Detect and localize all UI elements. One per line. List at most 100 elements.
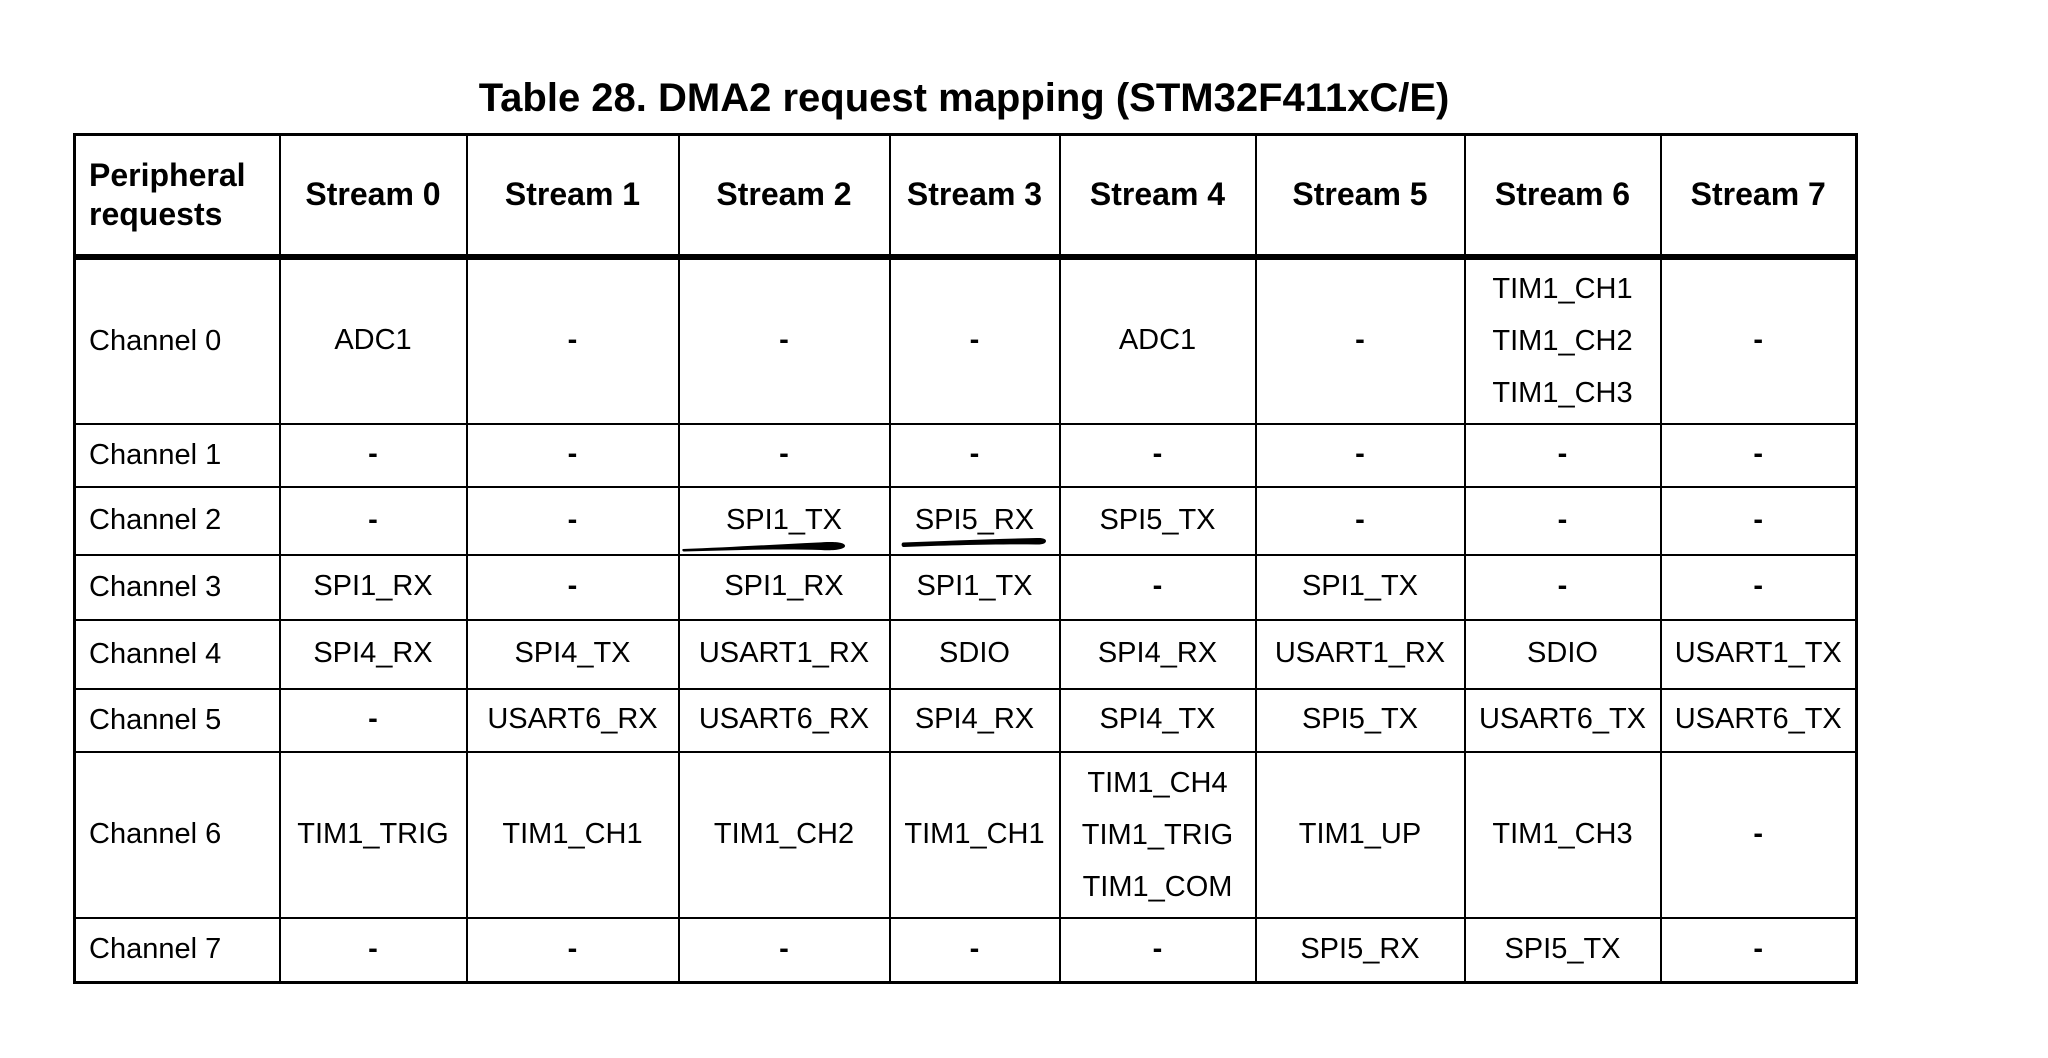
cell-channel-7-stream-6: SPI5_TX (1463, 916, 1662, 984)
cell-channel-2-stream-3: SPI5_RX (888, 485, 1061, 556)
col-header-stream-5: Stream 5 (1254, 133, 1466, 260)
cell-channel-5-stream-2: USART6_RX (677, 687, 891, 753)
cell-channel-3-stream-6: - (1463, 553, 1662, 621)
cell-channel-5-stream-3: SPI4_RX (888, 687, 1061, 753)
cell-channel-6-stream-5: TIM1_UP (1254, 750, 1466, 919)
cell-text: - (1557, 570, 1568, 603)
cell-channel-5-stream-7: USART6_TX (1659, 687, 1858, 753)
cell-channel-1-stream-0: - (278, 422, 468, 488)
cell-channel-1-stream-2: - (677, 422, 891, 488)
cell-channel-6-stream-3: TIM1_CH1 (888, 750, 1061, 919)
cell-text: SPI4_RX (1097, 637, 1218, 670)
cell-text: TIM1_CH1 (1492, 273, 1633, 305)
cell-text: - (779, 324, 789, 357)
cell-text: TIM1_CH2 (1492, 325, 1633, 357)
cell-text: - (368, 703, 378, 736)
cell-text: USART1_RX (1274, 637, 1446, 670)
cell-channel-3-stream-2: SPI1_RX (677, 553, 891, 621)
cell-text: - (1753, 324, 1764, 357)
col-header-stream-6: Stream 6 (1463, 133, 1662, 260)
row-label-channel-2: Channel 2 (73, 485, 281, 556)
cell-text: USART1_TX (1674, 637, 1842, 670)
cell-text: ADC1 (334, 324, 412, 357)
cell-text: - (1355, 503, 1365, 536)
cell-text: SPI5_TX (1504, 933, 1621, 966)
cell-text: - (368, 438, 378, 471)
col-header-stream-4: Stream 4 (1058, 133, 1257, 260)
cell-channel-2-stream-2: SPI1_TX (677, 485, 891, 556)
cell-channel-0-stream-5: - (1254, 255, 1466, 425)
cell-channel-7-stream-5: SPI5_RX (1254, 916, 1466, 984)
cell-text: USART1_RX (698, 637, 870, 670)
cell-channel-5-stream-5: SPI5_TX (1254, 687, 1466, 753)
cell-text: - (1753, 503, 1764, 536)
cell-channel-0-stream-3: - (888, 255, 1061, 425)
cell-channel-4-stream-5: USART1_RX (1254, 618, 1466, 690)
cell-text: - (1753, 933, 1764, 966)
cell-channel-0-stream-4: ADC1 (1058, 255, 1257, 425)
cell-text: SPI4_TX (514, 637, 631, 670)
cell-text: SPI5_TX (1301, 703, 1419, 736)
table-row-channel-1: Channel 1-------- (73, 422, 1858, 488)
cell-text: SPI4_TX (1099, 703, 1216, 736)
cell-text: SPI4_RX (313, 637, 433, 670)
cell-channel-6-stream-2: TIM1_CH2 (677, 750, 891, 919)
row-label-channel-3: Channel 3 (73, 553, 281, 621)
cell-channel-6-stream-1: TIM1_CH1 (465, 750, 680, 919)
cell-channel-3-stream-4: - (1058, 553, 1257, 621)
cell-text: SPI1_TX (725, 503, 843, 536)
cell-channel-7-stream-4: - (1058, 916, 1257, 984)
cell-channel-2-stream-1: - (465, 485, 680, 556)
cell-channel-6-stream-0: TIM1_TRIG (278, 750, 468, 919)
cell-text: - (1557, 438, 1568, 471)
row-label-channel-7: Channel 7 (73, 916, 281, 984)
cell-text: TIM1_CH2 (713, 817, 855, 850)
cell-channel-2-stream-4: SPI5_TX (1058, 485, 1257, 556)
cell-channel-2-stream-0: - (278, 485, 468, 556)
cell-text: SPI1_TX (916, 570, 1033, 603)
cell-text: TIM1_UP (1298, 817, 1422, 850)
cell-text: - (969, 324, 980, 357)
cell-channel-7-stream-0: - (278, 916, 468, 984)
col-header-stream-0: Stream 0 (278, 133, 468, 260)
cell-channel-6-stream-6: TIM1_CH3 (1463, 750, 1662, 919)
cell-text: TIM1_CH4 (1087, 766, 1228, 799)
cell-text: - (1152, 438, 1163, 471)
cell-text: TIM1_CH1 (904, 817, 1045, 850)
cell-text: TIM1_CH1 (502, 817, 643, 850)
cell-channel-7-stream-7: - (1659, 916, 1858, 984)
cell-text: SPI1_RX (724, 570, 844, 603)
cell-text: SPI5_RX (1300, 933, 1420, 966)
cell-channel-0-stream-1: - (465, 255, 680, 425)
cell-text: - (567, 324, 578, 357)
cell-text: USART6_TX (1674, 703, 1842, 736)
cell-channel-3-stream-5: SPI1_TX (1254, 553, 1466, 621)
row-label-channel-4: Channel 4 (73, 618, 281, 690)
cell-channel-4-stream-1: SPI4_TX (465, 618, 680, 690)
col-header-stream-3: Stream 3 (888, 133, 1061, 260)
cell-text: - (1557, 503, 1568, 536)
cell-channel-0-stream-0: ADC1 (278, 255, 468, 425)
cell-text: SPI1_RX (313, 570, 433, 603)
cell-channel-4-stream-2: USART1_RX (677, 618, 891, 690)
cell-text: - (779, 933, 789, 966)
cell-channel-3-stream-3: SPI1_TX (888, 553, 1061, 621)
col-header-stream-1: Stream 1 (465, 133, 680, 260)
cell-channel-5-stream-4: SPI4_TX (1058, 687, 1257, 753)
col-header-stream-2: Stream 2 (677, 133, 891, 260)
cell-channel-5-stream-6: USART6_TX (1463, 687, 1662, 753)
cell-text: - (969, 933, 980, 966)
col-header-stream-7: Stream 7 (1659, 133, 1858, 260)
cell-channel-7-stream-3: - (888, 916, 1061, 984)
cell-text: - (567, 933, 578, 966)
cell-channel-4-stream-4: SPI4_RX (1058, 618, 1257, 690)
cell-text: TIM1_TRIG (297, 817, 449, 850)
cell-text: - (1355, 438, 1365, 471)
